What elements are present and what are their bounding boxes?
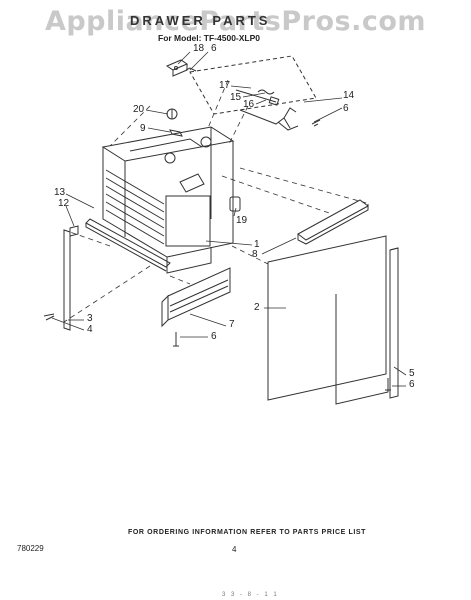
part-6-screw-right	[311, 119, 321, 127]
callout-5: 5	[409, 368, 415, 379]
callout-18: 18	[193, 43, 205, 54]
callout-4: 4	[87, 324, 93, 335]
callout-12: 12	[58, 198, 70, 209]
left-slide-rail	[63, 229, 71, 331]
page-number: 4	[232, 545, 237, 554]
bottom-mark: 3 3 - 8 - 1 1	[222, 592, 279, 598]
callout-6-right: 6	[343, 103, 349, 114]
part-2-panel	[267, 235, 387, 401]
callout-6-top: 6	[211, 43, 217, 54]
part-6-screw-bottom	[173, 332, 179, 347]
model-line: For Model: TF-4500-XLP0	[158, 33, 261, 43]
callout-7: 7	[229, 319, 235, 330]
watermark: AppliancePartsPros.com	[44, 6, 427, 37]
part-20-clip	[166, 108, 178, 120]
callout-6-bottom: 6	[211, 331, 217, 342]
alignment-lines	[63, 79, 371, 323]
callout-1: 1	[254, 239, 260, 250]
diagram-title: DRAWER PARTS	[130, 13, 271, 28]
part-4-screw-left	[43, 313, 55, 321]
callout-15: 15	[230, 92, 242, 103]
part-6-screw-top	[185, 67, 197, 72]
callout-19: 19	[236, 215, 248, 226]
part-19-stop	[229, 196, 241, 212]
right-frame	[335, 247, 399, 405]
part-8-top-trim	[297, 199, 369, 245]
part-18-bracket	[165, 59, 189, 77]
callout-17: 17	[219, 80, 231, 91]
callout-8: 8	[252, 249, 258, 260]
callout-14: 14	[343, 90, 355, 101]
part-7-kick-plate	[161, 267, 231, 328]
callout-3: 3	[87, 313, 93, 324]
callout-13: 13	[54, 187, 66, 198]
callout-leaders	[51, 51, 407, 387]
callout-2: 2	[254, 302, 260, 313]
part-6-screw-frame	[385, 378, 391, 391]
callout-16: 16	[243, 99, 255, 110]
callout-9: 9	[140, 123, 146, 134]
part-9-clip	[169, 129, 183, 137]
drawer-rail-assembly	[235, 89, 299, 131]
part-13-front-rail	[85, 218, 171, 272]
ordering-info-text: FOR ORDERING INFORMATION REFER TO PARTS …	[128, 529, 367, 536]
callout-6-frame: 6	[409, 379, 415, 390]
drawer-body	[101, 126, 235, 274]
part-12-bracket	[69, 225, 79, 237]
callout-20: 20	[133, 104, 145, 115]
document-code: 780229	[17, 544, 44, 553]
